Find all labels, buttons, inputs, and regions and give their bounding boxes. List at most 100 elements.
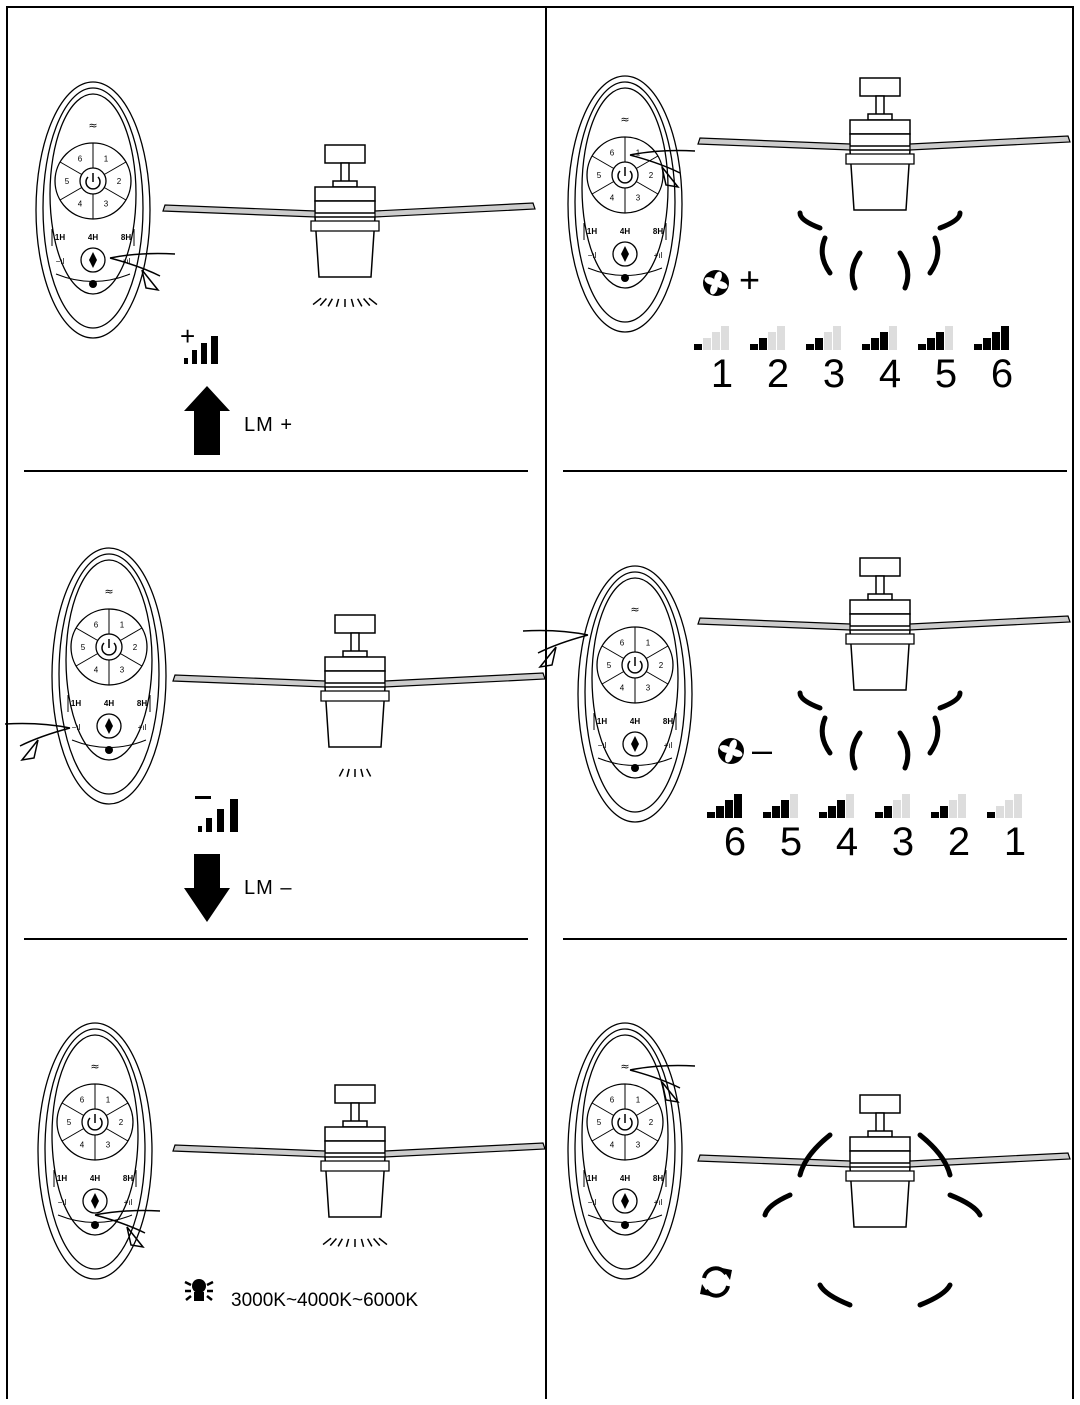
airflow-arrows <box>797 210 963 291</box>
fan-blade-left <box>172 1144 326 1158</box>
reverse-button: ≈ <box>620 113 629 126</box>
speed-button-2: 2 <box>659 661 664 670</box>
airflow-arrow <box>897 250 911 291</box>
fan-downrod <box>350 1102 360 1124</box>
timer-8h-button: 8H <box>121 233 131 242</box>
reverse-icon <box>700 1266 732 1298</box>
speed-level-number: 6 <box>990 352 1014 396</box>
reverse-button: ≈ <box>90 1060 99 1073</box>
speed-button-5: 5 <box>597 1118 602 1127</box>
airflow-arrow <box>797 1132 833 1178</box>
fan-downrod <box>875 575 885 597</box>
power-icon <box>85 173 101 190</box>
light-button <box>82 1188 108 1214</box>
speed-bar-level-4 <box>880 332 888 350</box>
speed-bar-level-1 <box>996 806 1004 818</box>
speed-bar-level-1 <box>703 338 711 350</box>
speed-button-6: 6 <box>620 638 625 647</box>
speed-button-3: 3 <box>106 1141 111 1150</box>
hand-pointer <box>629 149 696 189</box>
light-ray <box>345 1238 350 1248</box>
ceiling-fan <box>697 1094 1071 1228</box>
speed-level-number: 6 <box>723 820 747 864</box>
fan-canopy <box>324 144 366 164</box>
light-ray <box>327 298 334 307</box>
dim-up-button: +ıl <box>664 741 673 750</box>
speed-bar-level-6 <box>992 332 1000 350</box>
fan-blade-right <box>909 135 1071 151</box>
hand-pointer <box>522 629 589 669</box>
speed-level-number: 3 <box>822 352 846 396</box>
speed-level-number: 5 <box>779 820 803 864</box>
fan-light-kit <box>849 149 911 211</box>
remote-body <box>51 1034 139 1236</box>
color-temp-button <box>105 746 113 754</box>
timer-4h-button: 4H <box>90 1174 100 1183</box>
remote-body <box>591 577 679 779</box>
bulb-icon <box>105 718 113 734</box>
fan-blade-right <box>909 615 1071 631</box>
fan-downrod <box>340 162 350 184</box>
color-temp-button <box>621 1221 629 1229</box>
hand-pointer <box>109 252 176 292</box>
fan-motor <box>849 1136 911 1152</box>
speed-bar-level-1 <box>1005 800 1013 818</box>
remote-body <box>49 93 137 295</box>
fan-downrod <box>875 1112 885 1134</box>
color-temp-button <box>621 274 629 282</box>
speed-level-number: 2 <box>947 820 971 864</box>
speed-bar-level-1 <box>712 332 720 350</box>
svg-text:+: + <box>180 321 195 351</box>
speed-bar-level-4 <box>846 794 854 818</box>
power-icon <box>101 639 117 656</box>
airflow-arrow <box>849 250 863 291</box>
remote-outer-outline <box>37 1022 153 1280</box>
light-ray <box>346 768 350 778</box>
light-ray <box>366 768 372 777</box>
airflow-arrows <box>797 690 963 771</box>
light-button <box>612 1188 638 1214</box>
speed-button-3: 3 <box>120 666 125 675</box>
speed-button-1: 1 <box>104 154 109 163</box>
timer-1h-button: 1H <box>587 227 597 236</box>
light-rays <box>322 1237 388 1248</box>
airflow-arrow <box>937 210 963 231</box>
speed-button-1: 1 <box>106 1095 111 1104</box>
hand-pointer <box>629 1064 696 1104</box>
speed-button-6: 6 <box>94 620 99 629</box>
fan-blade-left <box>162 204 316 218</box>
speed-button-2: 2 <box>649 171 654 180</box>
speed-bar-level-4 <box>862 344 870 350</box>
fan-light-kit <box>314 216 376 278</box>
light-ray <box>362 298 371 307</box>
signal-bars-icon <box>195 796 238 832</box>
remote-outer-outline <box>35 81 151 339</box>
fan-motor <box>849 599 911 615</box>
dim-down-button: −ıl <box>56 257 65 266</box>
color-temp-button <box>631 764 639 772</box>
speed-bar-level-4 <box>828 806 836 818</box>
speed-button-5: 5 <box>67 1118 72 1127</box>
airflow-arrows <box>762 1132 983 1308</box>
timer-8h-button: 8H <box>663 717 673 726</box>
ceiling-fan <box>697 77 1071 211</box>
speed-bar-level-5 <box>763 812 771 818</box>
light-button <box>622 731 648 757</box>
fan-minus-symbol: – <box>752 729 773 770</box>
fan-motor <box>324 656 386 672</box>
light-ray <box>350 298 355 308</box>
speed-bar-level-2 <box>958 794 966 818</box>
airflow-arrow <box>762 1192 793 1218</box>
speed-bar-level-2 <box>777 326 785 350</box>
remote-body <box>581 87 669 289</box>
speed-bar-level-3 <box>815 338 823 350</box>
airflow-arrow <box>897 730 911 771</box>
speed-level-number: 1 <box>1003 820 1027 864</box>
